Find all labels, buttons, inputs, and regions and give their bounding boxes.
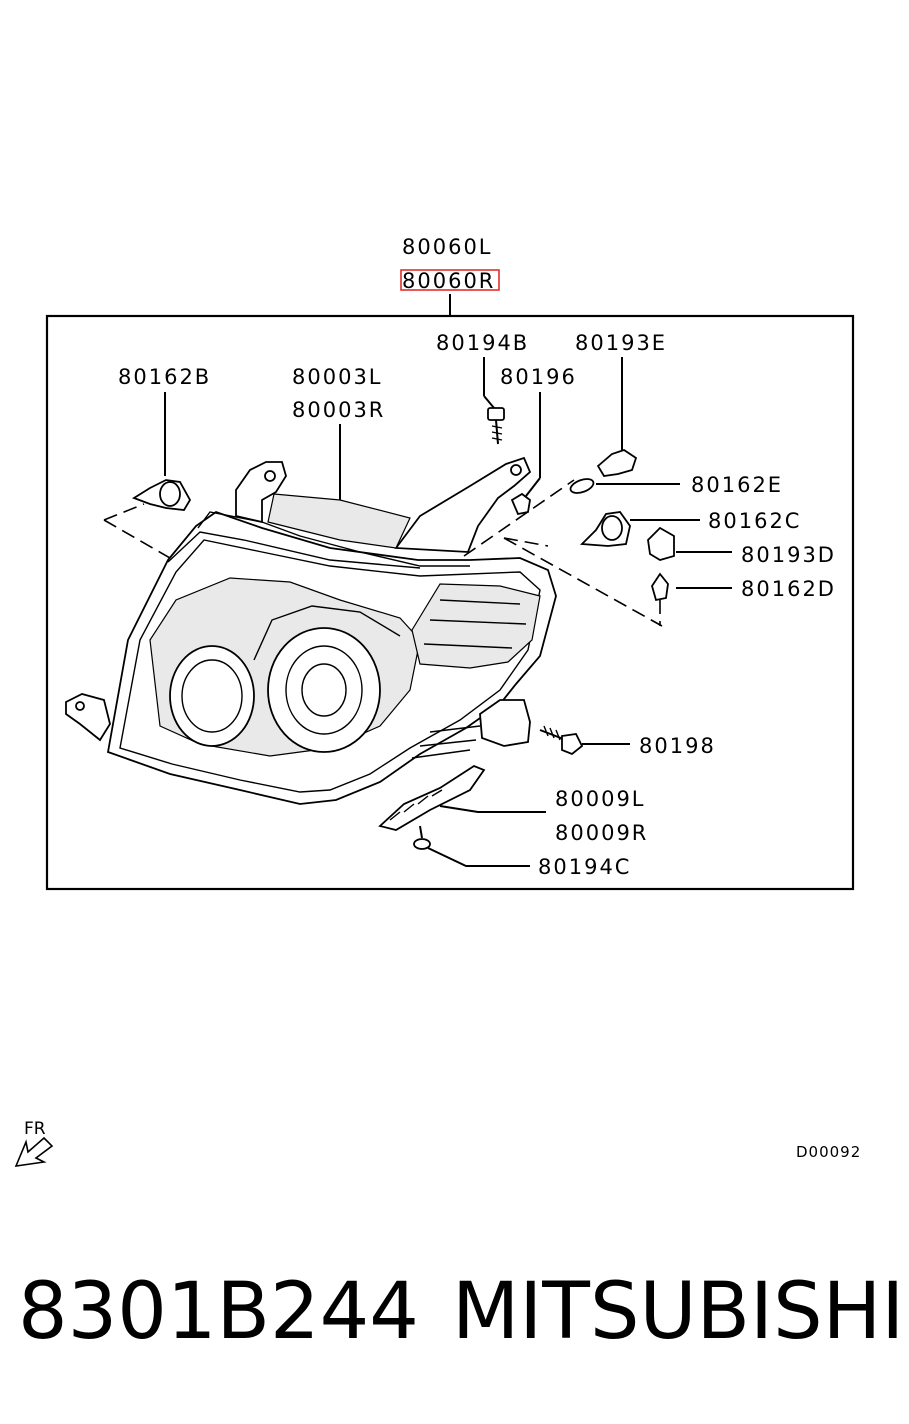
callout-80194C[interactable]: 80194C	[538, 855, 631, 879]
seal-80162E[interactable]	[569, 476, 596, 495]
callout-80193D[interactable]: 80193D	[741, 543, 836, 567]
screw-80194C[interactable]	[413, 825, 431, 850]
bulb-80162B[interactable]	[131, 479, 192, 511]
leader-lines	[164, 357, 732, 867]
bolt-80198[interactable]	[539, 725, 584, 756]
headlamp-housing[interactable]	[65, 456, 557, 805]
callout-80003R[interactable]: 80003R	[292, 398, 385, 422]
callout-80196[interactable]: 80196	[500, 365, 577, 389]
fr-arrow-icon	[14, 1136, 54, 1167]
callout-80162D[interactable]: 80162D	[741, 577, 836, 601]
callout-80194B[interactable]: 80194B	[436, 331, 529, 355]
fr-label: FR	[24, 1119, 46, 1139]
callout-80198[interactable]: 80198	[639, 734, 716, 758]
callout-80003L[interactable]: 80003L	[292, 365, 383, 389]
callout-80009L[interactable]: 80009L	[555, 787, 646, 811]
bracket-80009[interactable]	[378, 764, 486, 831]
assembly-label-right[interactable]: 80060R	[402, 269, 495, 293]
bulb-80162C[interactable]	[579, 511, 631, 547]
bulb-80193E[interactable]	[596, 449, 638, 477]
callout-80162E[interactable]: 80162E	[691, 473, 783, 497]
brand-name: MITSUBISHI	[452, 1267, 904, 1357]
callout-80009R[interactable]: 80009R	[555, 821, 648, 845]
highlight-box	[400, 269, 500, 291]
socket-80193D[interactable]	[647, 526, 675, 561]
part-number: 8301B244	[18, 1267, 419, 1357]
bolt-80194B[interactable]	[487, 407, 505, 445]
callout-80162B[interactable]: 80162B	[118, 365, 211, 389]
assembly-label-left[interactable]: 80060L	[402, 235, 493, 259]
callout-80193E[interactable]: 80193E	[575, 331, 667, 355]
bulb-80162D[interactable]	[651, 572, 669, 602]
callout-80162C[interactable]: 80162C	[708, 509, 801, 533]
clip-80196[interactable]	[510, 492, 531, 516]
diagram-frame	[45, 314, 855, 891]
drawing-code: D00092	[796, 1143, 861, 1161]
